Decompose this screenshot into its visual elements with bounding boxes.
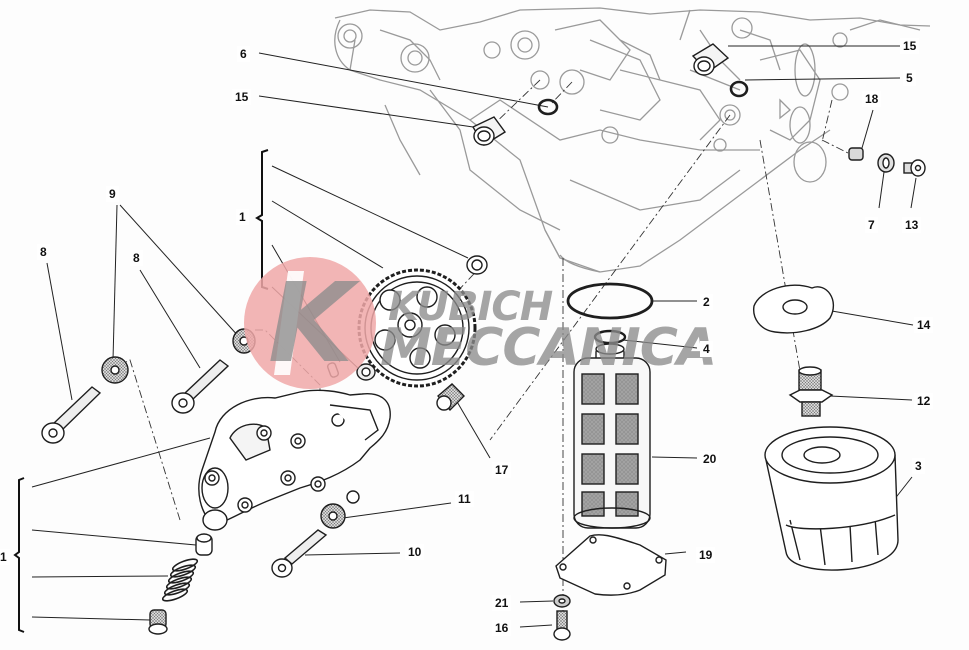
plate-14 (753, 284, 835, 334)
callout-14: 14 (914, 317, 934, 333)
callout-1-top: 1 (236, 209, 249, 225)
watermark-line2: MECCANICA (380, 318, 717, 378)
bushing-17 (436, 383, 465, 412)
callout-20: 3 (912, 458, 925, 474)
leader-lines (31, 45, 917, 628)
callout-5: 5 (903, 70, 916, 86)
screw-8-middle (171, 359, 230, 414)
bushing-18 (848, 147, 864, 161)
plug-13 (903, 159, 926, 177)
callout-17: 17 (492, 462, 512, 478)
valve-piston (195, 533, 213, 556)
o-ring-2 (566, 282, 654, 320)
watermark-line1: KUBICH (388, 284, 553, 330)
callout-3: 20 (700, 451, 720, 467)
callout-13: 13 (902, 217, 922, 233)
pump-body (198, 389, 391, 531)
crankcase-sketch (334, 7, 931, 273)
bushing-15-left (471, 116, 507, 146)
callout-4: 4 (700, 341, 713, 357)
union-12 (788, 366, 834, 417)
callout-10: 10 (405, 544, 425, 560)
screw-16 (553, 610, 571, 641)
callout-2: 2 (700, 294, 713, 310)
callout-8-middle: 8 (130, 250, 143, 266)
callout-11: 11 (455, 491, 474, 507)
parts (41, 43, 926, 641)
screw-8-left (41, 386, 102, 444)
callout-15-right: 15 (900, 38, 920, 54)
callout-8-left: 8 (37, 244, 50, 260)
watermark-logo-letter: K (268, 259, 353, 387)
valve-spring (161, 558, 199, 602)
oil-filter-20 (764, 426, 899, 571)
o-ring-6 (537, 98, 559, 116)
callout-15-left: 15 (232, 89, 252, 105)
callout-16: 16 (492, 620, 512, 636)
pump-gear (357, 268, 477, 388)
o-ring-5 (729, 80, 749, 98)
o-ring-4 (593, 329, 627, 345)
callout-1-bottom: 1 (0, 549, 10, 565)
bushing-15-right (691, 43, 730, 76)
callout-21: 21 (492, 595, 512, 611)
callout-19: 19 (696, 547, 716, 563)
bracket-lines (13, 149, 269, 633)
callout-9: 9 (106, 186, 119, 202)
callout-18: 18 (862, 91, 882, 107)
callout-12: 12 (914, 393, 934, 409)
mesh-filter-3 (573, 343, 651, 529)
cover-19 (555, 534, 667, 596)
callout-7: 7 (865, 217, 878, 233)
watermark-logo (244, 257, 376, 389)
valve-plug (148, 609, 168, 635)
bush-group-1 (466, 255, 488, 275)
screw-10 (271, 529, 328, 578)
callout-6: 6 (237, 46, 250, 62)
